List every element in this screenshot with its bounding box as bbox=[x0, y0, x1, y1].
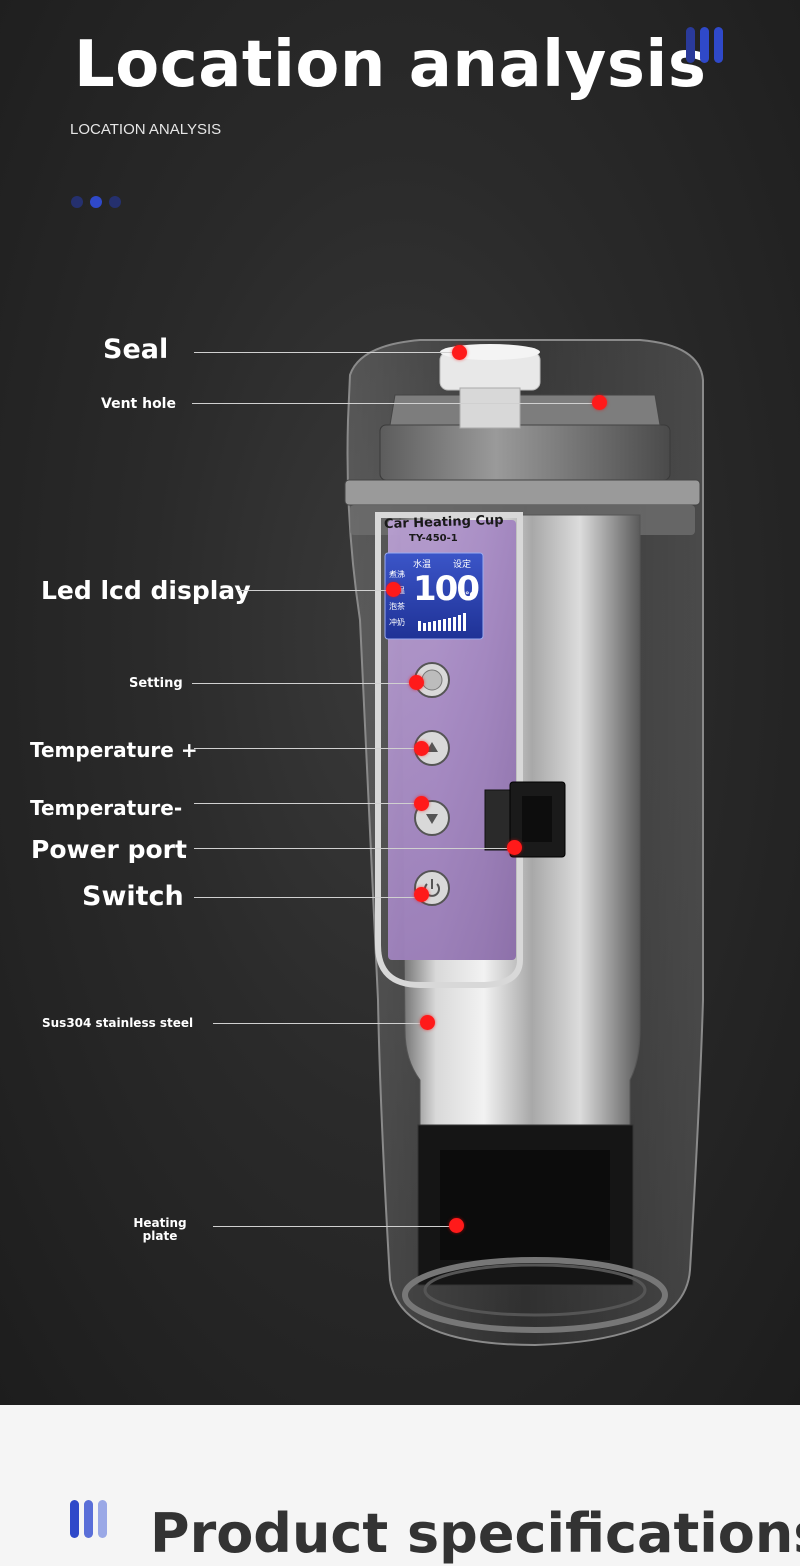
callout-vent-hole: Vent hole bbox=[101, 396, 176, 412]
marker-sus304 bbox=[420, 1015, 435, 1030]
callout-line-heating-plate bbox=[213, 1226, 456, 1227]
lcd-top-right: 设定 bbox=[453, 560, 472, 570]
marker-temperature-plus bbox=[414, 741, 429, 756]
spec-bars-icon bbox=[70, 1500, 107, 1538]
section-title-product-specifications: Product specifications bbox=[150, 1502, 800, 1565]
callout-temperature-plus: Temperature + bbox=[30, 738, 198, 762]
product-model: TY-450-1 bbox=[409, 533, 458, 544]
dot-icon bbox=[90, 196, 102, 208]
callout-heating-plate-line2: plate bbox=[142, 1229, 178, 1243]
marker-setting bbox=[409, 675, 424, 690]
callout-line-power-port bbox=[194, 848, 514, 849]
marker-power-port bbox=[507, 840, 522, 855]
callout-line-setting bbox=[192, 683, 416, 684]
marker-vent-hole bbox=[592, 395, 607, 410]
callout-line-switch bbox=[194, 897, 422, 898]
callout-seal: Seal bbox=[103, 334, 169, 365]
dot-icon bbox=[109, 196, 121, 208]
page-subtitle: LOCATION ANALYSIS bbox=[70, 121, 222, 138]
callout-line-vent-hole bbox=[192, 403, 600, 404]
lcd-top-left: 水温 bbox=[413, 560, 432, 570]
callout-setting: Setting bbox=[129, 676, 183, 691]
dot-icon bbox=[71, 196, 83, 208]
callout-line-sus304 bbox=[213, 1023, 428, 1024]
callout-sus304-stainless-steel: Sus304 stainless steel bbox=[42, 1016, 194, 1030]
decorative-bars-icon bbox=[686, 27, 723, 63]
callout-line-seal bbox=[194, 352, 460, 353]
callout-heating-plate: Heating plate bbox=[120, 1217, 200, 1243]
callout-temperature-minus: Temperature- bbox=[30, 796, 183, 820]
callout-switch: Switch bbox=[82, 881, 184, 912]
lcd-mode-1: 煮沸 bbox=[389, 570, 405, 579]
lcd-mode-4: 冲奶 bbox=[389, 618, 405, 627]
marker-temperature-minus bbox=[414, 796, 429, 811]
callout-led-lcd-display: Led lcd display bbox=[41, 576, 251, 605]
lcd-temperature-value: 100 bbox=[413, 569, 480, 609]
heating-cup-illustration bbox=[344, 339, 704, 1347]
decorative-dots bbox=[71, 196, 121, 208]
marker-seal bbox=[452, 345, 467, 360]
callout-power-port: Power port bbox=[31, 835, 187, 864]
callout-line-temperature-plus bbox=[194, 748, 422, 749]
lcd-mode-3: 泡茶 bbox=[389, 602, 405, 611]
callout-heating-plate-line1: Heating bbox=[133, 1216, 187, 1230]
marker-switch bbox=[414, 887, 429, 902]
callout-line-led-lcd-display bbox=[238, 590, 393, 591]
page-title: Location analysis bbox=[74, 28, 707, 102]
lcd-screen: 水温 设定 煮沸 保温 泡茶 冲奶 100 °C bbox=[385, 553, 483, 639]
lcd-temperature-unit: °C bbox=[465, 591, 477, 601]
footer-section bbox=[0, 1405, 800, 1566]
marker-heating-plate bbox=[449, 1218, 464, 1233]
hero-section: Location analysis LOCATION ANALYSIS bbox=[0, 0, 800, 1405]
marker-led-lcd-display bbox=[386, 582, 401, 597]
callout-line-temperature-minus bbox=[194, 803, 422, 804]
